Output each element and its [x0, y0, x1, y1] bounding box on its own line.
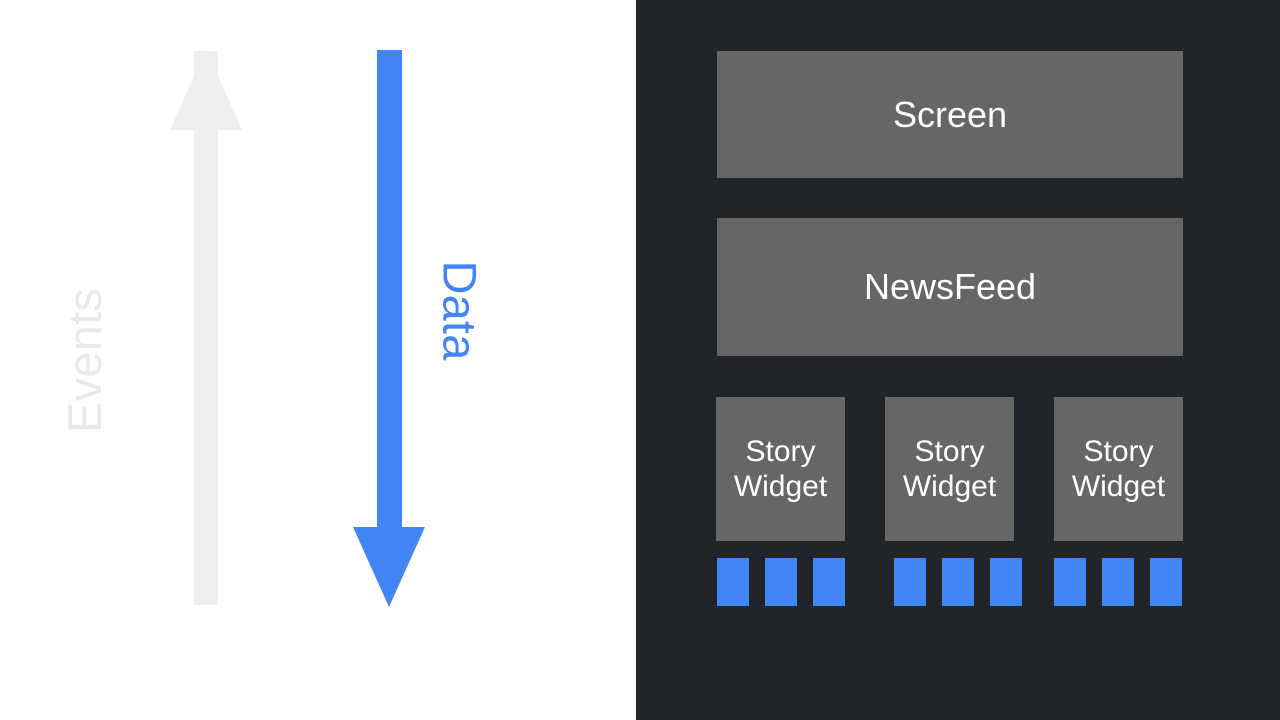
data-chip[interactable]: [1150, 558, 1182, 606]
data-label: Data: [410, 0, 520, 620]
data-chip[interactable]: [990, 558, 1022, 606]
events-label-text: Events: [57, 287, 111, 433]
data-label-text: Data: [433, 259, 487, 361]
flow-legend-panel: Events Data: [0, 0, 636, 720]
data-chip[interactable]: [1054, 558, 1086, 606]
chip-group-2: [894, 558, 1022, 606]
data-chip[interactable]: [765, 558, 797, 606]
chip-group-1: [717, 558, 845, 606]
newsfeed-block[interactable]: NewsFeed: [717, 218, 1183, 356]
data-arrow-down-icon: [345, 0, 465, 720]
data-chip[interactable]: [813, 558, 845, 606]
chip-group-3: [1054, 558, 1182, 606]
data-chip[interactable]: [894, 558, 926, 606]
screen-block[interactable]: Screen: [717, 51, 1183, 178]
data-chip[interactable]: [1102, 558, 1134, 606]
newsfeed-block-label: NewsFeed: [863, 266, 1037, 308]
data-chip[interactable]: [717, 558, 749, 606]
events-label: Events: [0, 0, 168, 720]
events-arrow-up-icon: [150, 0, 270, 720]
screen-block-label: Screen: [892, 93, 1008, 135]
data-chip[interactable]: [942, 558, 974, 606]
